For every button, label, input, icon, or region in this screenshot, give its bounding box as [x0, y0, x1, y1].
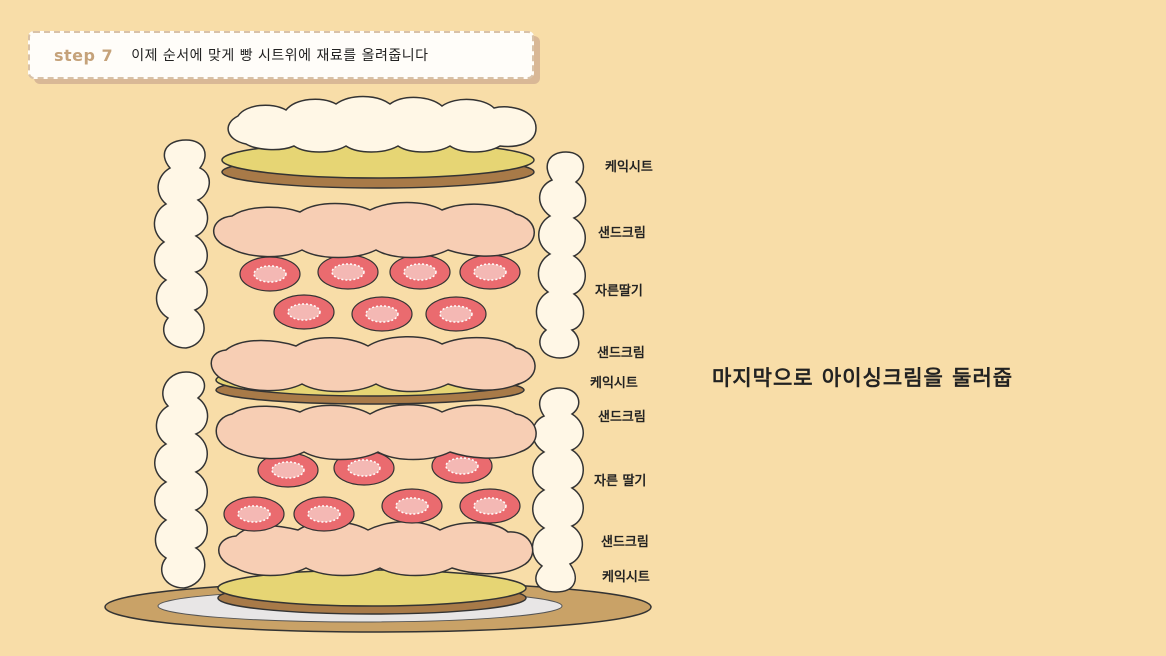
- side-icing-left-bottom: [154, 371, 209, 589]
- sand-cream-top: [212, 201, 535, 259]
- sand-cream-middle-bottom: [215, 404, 537, 461]
- whipped-cream-top: [227, 95, 537, 153]
- label-sand-cream-1: 샌드크림: [598, 226, 646, 241]
- strawberry-centers-bottom: [237, 457, 507, 523]
- label-cake-sheet-3: 케익시트: [602, 570, 650, 585]
- main-caption: 마지막으로 아이싱크림을 둘러줍: [712, 366, 1014, 390]
- step-banner: step 7 이제 순서에 맞게 빵 시트위에 재료를 올려줍니다: [28, 31, 534, 79]
- label-cake-sheet-2: 케익시트: [590, 376, 638, 391]
- label-sand-cream-3: 샌드크림: [598, 410, 646, 425]
- step-label: step 7: [54, 45, 114, 65]
- cake-sheet-top: [221, 141, 535, 189]
- label-cut-strawberry-2: 자른 딸기: [594, 474, 647, 489]
- strawberry-centers-top: [253, 263, 507, 323]
- label-sand-cream-2: 샌드크림: [597, 346, 645, 361]
- label-cut-strawberry-1: 자른딸기: [595, 284, 643, 299]
- side-icing-right-top: [535, 151, 587, 359]
- side-icing-right-bottom: [531, 387, 584, 593]
- side-icing-left-top: [153, 139, 210, 349]
- sand-cream-middle-top: [210, 336, 536, 393]
- step-title: 이제 순서에 맞게 빵 시트위에 재료를 올려줍니다: [131, 48, 429, 64]
- label-cake-sheet-1: 케익시트: [605, 160, 653, 175]
- label-sand-cream-4: 샌드크림: [601, 535, 649, 550]
- cake-sheet-bottom: [217, 569, 527, 615]
